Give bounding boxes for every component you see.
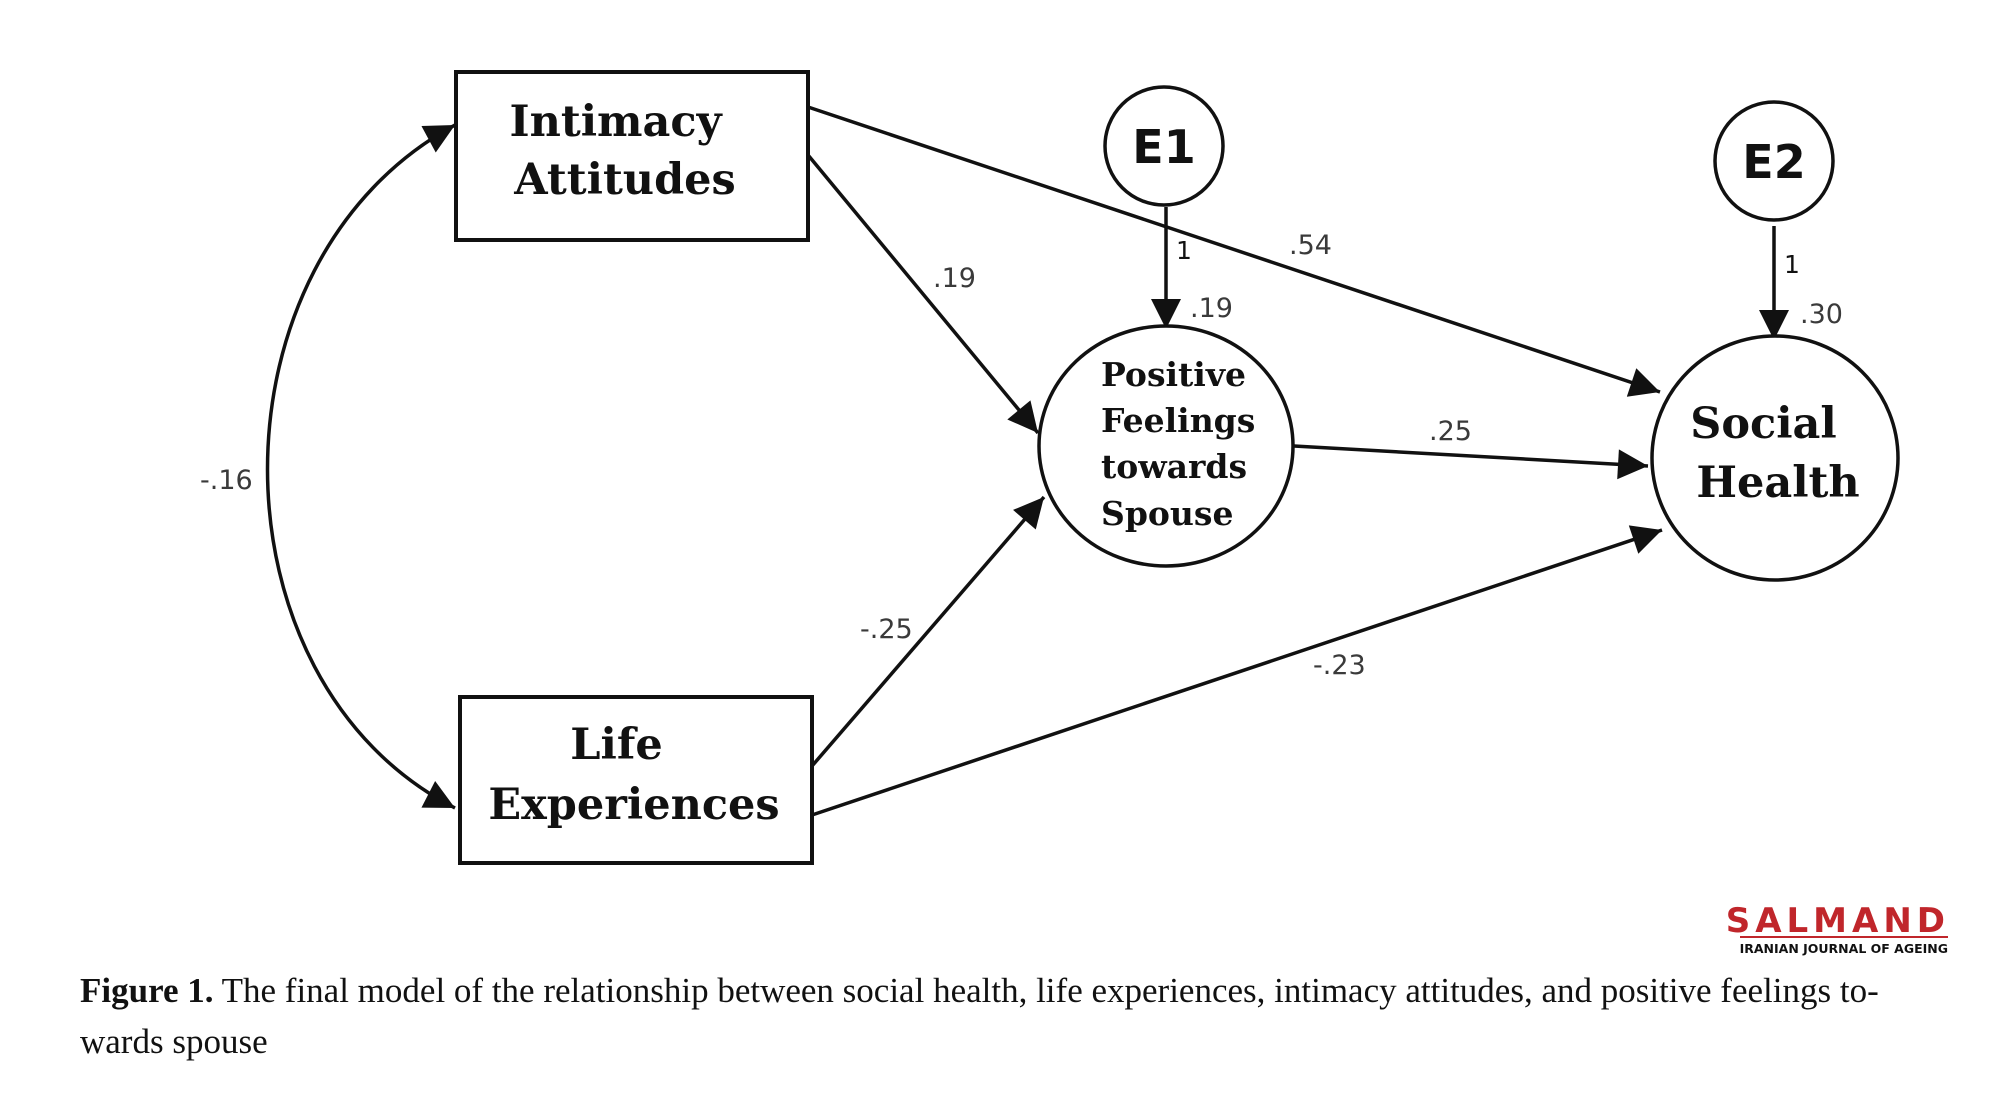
- coef-e1-to-positive: 1: [1176, 236, 1192, 265]
- covariance-arrow: [265, 123, 456, 810]
- coef-intimacy-to-positive: .19: [933, 263, 976, 294]
- figure-caption-text: The final model of the relationship betw…: [80, 971, 1879, 1061]
- r-squared-positive: .19: [1190, 293, 1233, 324]
- arrow-life-to-social: [811, 525, 1663, 817]
- arrow-intimacy-to-positive: [806, 153, 1040, 435]
- journal-subtitle: IRANIAN JOURNAL OF AGEING: [1740, 941, 1948, 956]
- intimacy-attitudes-label: Intimacy Attitudes: [509, 97, 736, 205]
- coef-e2-to-social: 1: [1784, 250, 1800, 279]
- life-experiences-box: [458, 695, 814, 865]
- figure-label: Figure 1.: [80, 971, 214, 1010]
- error-e1-label: E1: [1132, 120, 1195, 174]
- coef-life-to-social: -.23: [1313, 650, 1366, 681]
- social-health-node: [1650, 334, 1900, 582]
- arrow-intimacy-to-social: [807, 105, 1661, 397]
- arrow-positive-to-social: [1293, 444, 1649, 480]
- error-e2-node: [1713, 100, 1835, 222]
- error-e1-node: [1103, 85, 1225, 207]
- intimacy-attitudes-box: [454, 70, 810, 242]
- r-squared-social: .30: [1800, 299, 1843, 330]
- error-e2-label: E2: [1742, 135, 1805, 189]
- journal-logo: SALMAND: [1726, 901, 1950, 941]
- social-health-label: Social Health: [1690, 399, 1859, 508]
- coef-positive-to-social: .25: [1429, 416, 1472, 447]
- figure-caption: Figure 1. The final model of the relatio…: [80, 965, 1950, 1067]
- arrow-life-to-positive: [810, 495, 1046, 768]
- positive-feelings-node: [1037, 324, 1295, 568]
- coef-life-to-positive: -.25: [860, 614, 913, 645]
- life-experiences-label: Life Experiences: [488, 720, 779, 830]
- coef-intimacy-to-social: .54: [1289, 230, 1332, 261]
- coef-intimacy-life-covariance: -.16: [200, 465, 253, 496]
- positive-feelings-label: Positive Feelings towards Spouse: [1101, 355, 1267, 533]
